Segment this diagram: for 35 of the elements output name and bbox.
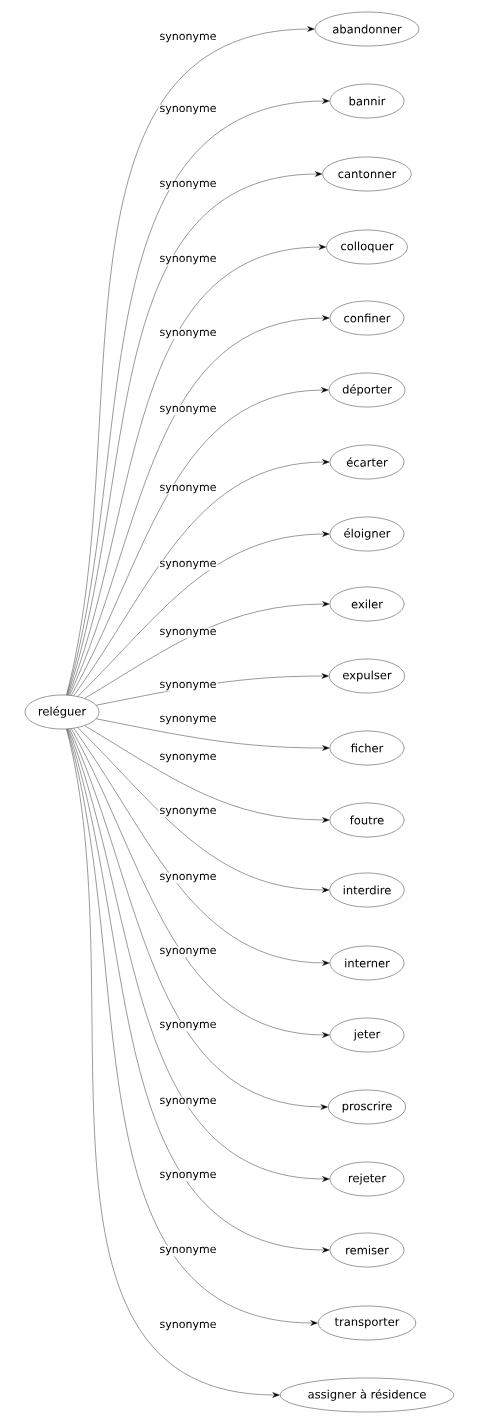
edge-label: synonyme (158, 104, 218, 116)
edge-label: synonyme (158, 404, 218, 416)
edge-label: synonyme (158, 1245, 218, 1257)
edge-label: synonyme (158, 1320, 218, 1332)
edge-label: synonyme (158, 483, 218, 495)
arrow (73, 728, 330, 966)
arrow (71, 387, 329, 696)
arrow (77, 531, 330, 697)
edge-label: synonyme (158, 806, 218, 818)
arrow (68, 244, 326, 696)
edge-label: synonyme (158, 946, 218, 958)
edge-label: synonyme (158, 179, 218, 191)
edge-label: synonyme (158, 752, 218, 764)
arrow (84, 601, 330, 699)
edge-label: synonyme (158, 627, 218, 639)
edge-label: synonyme (158, 328, 218, 340)
edge-label: synonyme (158, 872, 218, 884)
arrow (77, 727, 330, 893)
edge-label: synonyme (158, 1020, 218, 1032)
edge-label: synonyme (158, 680, 218, 692)
arrow (66, 26, 315, 696)
edge-label: synonyme (158, 559, 218, 571)
edge-label: synonyme (158, 1096, 218, 1108)
arrow (73, 459, 330, 696)
arrow (71, 728, 330, 1038)
edge-label: synonyme (158, 1170, 218, 1182)
arrow (96, 718, 330, 751)
arrow (66, 728, 318, 1326)
edge-label: synonyme (158, 254, 218, 266)
arrow (69, 315, 330, 696)
edge-label: synonyme (158, 32, 218, 44)
edge-label: synonyme (158, 714, 218, 726)
arrow (84, 725, 330, 823)
arrow (66, 728, 280, 1398)
arrow (69, 728, 328, 1110)
